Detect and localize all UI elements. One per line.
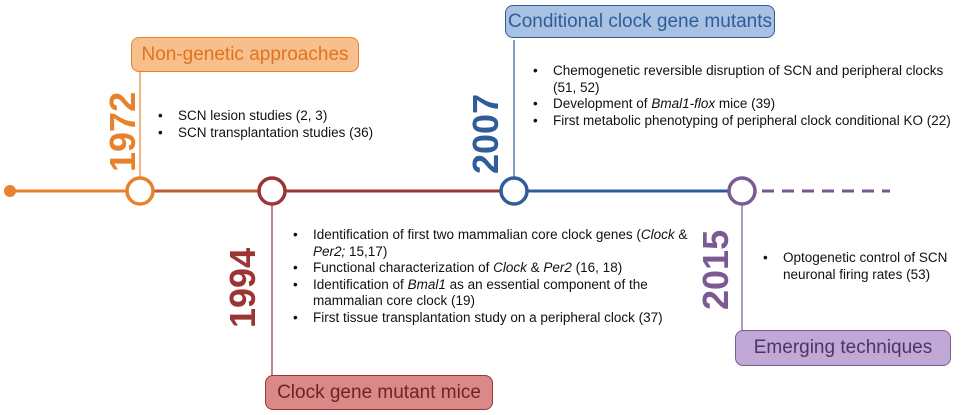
box-non-genetic: Non-genetic approaches <box>131 37 359 72</box>
bullet-2015-1: Optogenetic control of SCN neuronal firi… <box>763 250 953 283</box>
bullet-2007-2: Development of Bmal1-flox mice (39) <box>533 96 953 113</box>
bullets-2007: Chemogenetic reversible disruption of SC… <box>533 63 953 129</box>
year-2015: 2015 <box>695 229 736 310</box>
milestone-2007 <box>499 176 529 206</box>
year-1972: 1972 <box>102 91 143 172</box>
bullet-1994-1: Identification of first two mammalian co… <box>293 227 693 260</box>
bullet-2007-3: First metabolic phenotyping of periphera… <box>533 113 953 130</box>
bullet-1994-4: First tissue transplantation study on a … <box>293 310 693 327</box>
box-conditional: Conditional clock gene mutants <box>505 5 775 38</box>
bullet-1972-2: SCN transplantation studies (36) <box>158 125 438 142</box>
milestone-2015 <box>727 176 757 206</box>
bullet-1994-3: Identification of Bmal1 as an essential … <box>293 277 693 310</box>
bullets-1994: Identification of first two mammalian co… <box>293 227 693 326</box>
year-1994: 1994 <box>222 247 263 328</box>
box-emerging: Emerging techniques <box>735 330 951 366</box>
box-clock-mutant: Clock gene mutant mice <box>265 375 493 410</box>
year-2007: 2007 <box>465 93 506 174</box>
bullets-2015: Optogenetic control of SCN neuronal firi… <box>763 250 953 283</box>
milestone-1994 <box>257 176 287 206</box>
bullet-1972-1: SCN lesion studies (2, 3) <box>158 108 438 125</box>
milestone-1972 <box>125 176 155 206</box>
bullets-1972: SCN lesion studies (2, 3) SCN transplant… <box>158 108 438 141</box>
bullet-1994-2: Functional characterization of Clock & P… <box>293 260 693 277</box>
bullet-2007-1: Chemogenetic reversible disruption of SC… <box>533 63 953 96</box>
